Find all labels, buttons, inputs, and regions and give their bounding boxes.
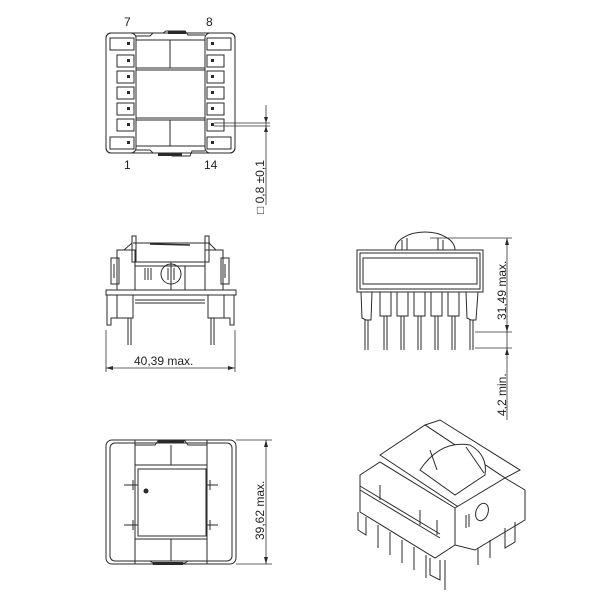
width-dimension: 40,39 max.	[134, 354, 194, 368]
left-pin-row	[109, 37, 135, 150]
front-view	[105, 235, 237, 372]
side-view	[356, 231, 512, 420]
side-view-pins	[360, 291, 479, 350]
right-pin-row	[206, 37, 232, 150]
pin-label-7: 7	[124, 15, 131, 29]
isometric-view	[357, 419, 526, 590]
pin-square-dimension: □ 0,8 ±0,1	[253, 160, 267, 214]
depth-dimension: 39,62 max.	[253, 480, 267, 540]
bottom-view	[105, 439, 272, 565]
iso-pins	[357, 512, 516, 590]
pin-label-14: 14	[204, 158, 218, 172]
pin-label-8: 8	[206, 15, 213, 29]
pin-label-1: 1	[124, 158, 131, 172]
top-view	[105, 30, 270, 205]
height-dimension: 31,49 max.	[495, 260, 509, 320]
pin-length-dimension: 4,2 min.	[495, 373, 509, 416]
